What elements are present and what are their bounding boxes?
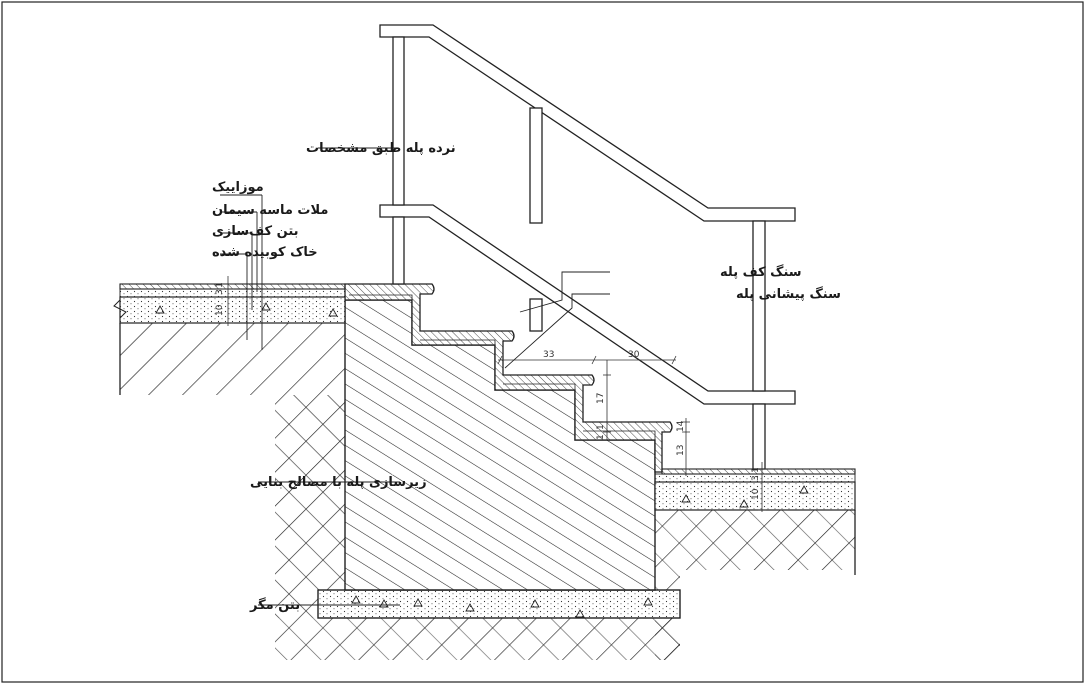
dim-right-10: 10: [751, 488, 761, 500]
dim-riser-14: 14: [676, 420, 686, 432]
dim-left-3: 3: [215, 289, 225, 295]
label-soil: خاک کوبیده شده: [212, 245, 318, 260]
stair-stone-finish: [344, 283, 673, 473]
dim-small-1b: 1: [596, 434, 606, 440]
label-tread-stone: سنگ کف پله: [720, 264, 802, 280]
dim-riser-17: 17: [596, 393, 606, 404]
dim-right-1: 1: [751, 467, 761, 473]
label-mortar: ملات ماسه سیمان: [212, 203, 328, 218]
label-substructure: زیرسازی پله با مصالح بنایی: [250, 475, 427, 490]
dim-tread-33: 33: [543, 350, 554, 360]
label-lean-concrete: بتن مگر: [249, 597, 300, 613]
label-floor-concrete: بتن کف‌سازی: [212, 224, 299, 239]
dimension-lines: [222, 276, 766, 512]
dim-small-1a: 1: [596, 424, 606, 430]
leader-lines: [220, 147, 610, 606]
lean-concrete-slab: [317, 589, 681, 619]
dim-right-3: 3: [751, 475, 761, 481]
upper-floor-layers: [113, 283, 346, 324]
stair-railing: [379, 24, 796, 470]
label-mosaic: موزاییک: [212, 180, 264, 195]
dim-left-1: 1: [215, 282, 225, 288]
lower-floor-layers: [654, 468, 856, 511]
label-railing: نرده پله طبق مشخصات: [306, 141, 456, 156]
compacted-soil: [119, 323, 856, 660]
dim-riser-13: 13: [676, 445, 686, 456]
dim-tread-30: 30: [628, 350, 640, 360]
label-nosing-stone: سنگ پیشانی پله: [736, 286, 841, 302]
dim-left-10: 10: [215, 304, 225, 316]
